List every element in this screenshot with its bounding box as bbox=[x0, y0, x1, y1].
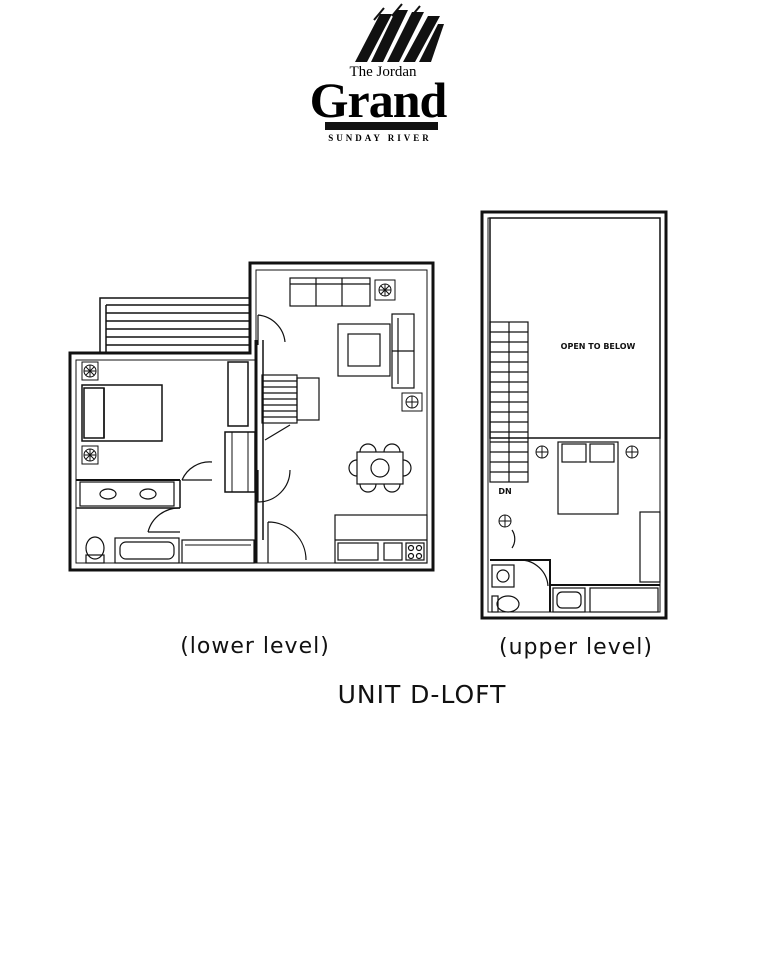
logo-bar bbox=[325, 122, 438, 130]
upper-level-caption: (upper level) bbox=[499, 635, 653, 660]
logo-line-1: The Jordan bbox=[349, 64, 417, 80]
hall-closet bbox=[224, 431, 256, 493]
lamp-icon bbox=[81, 445, 99, 465]
logo-line-2: Grand bbox=[310, 72, 448, 128]
deck-door bbox=[257, 314, 286, 345]
upper-stairs bbox=[489, 321, 529, 483]
deck bbox=[99, 297, 251, 354]
open-to-below-area bbox=[489, 217, 661, 439]
lower-level-caption: (lower level) bbox=[180, 634, 330, 659]
unit-title: UNIT D-LOFT bbox=[338, 680, 507, 709]
open-to-below-label: OPEN TO BELOW bbox=[561, 342, 636, 351]
sofa bbox=[289, 277, 371, 307]
dining-table bbox=[348, 443, 412, 493]
lamp-icon bbox=[625, 445, 639, 459]
bath-door bbox=[147, 507, 181, 533]
lamp-icon bbox=[374, 279, 396, 301]
bathtub bbox=[114, 537, 180, 564]
lower-stairs bbox=[261, 374, 320, 441]
stairs-down-label: DN bbox=[498, 487, 511, 496]
vanity bbox=[79, 481, 175, 507]
loft-sink bbox=[491, 564, 515, 588]
lower-level-plan bbox=[68, 261, 435, 572]
jordan-grand-logo: The Jordan Grand SUNDAY RIVER bbox=[310, 3, 449, 143]
lower-outer-wall bbox=[68, 261, 435, 572]
loft-door bbox=[511, 529, 516, 549]
bedroom-door bbox=[181, 461, 213, 481]
lamp-icon bbox=[81, 361, 99, 381]
loft-cabinet bbox=[589, 587, 659, 613]
kitchen-counter bbox=[334, 514, 428, 564]
bed bbox=[81, 384, 163, 442]
loft-bed bbox=[557, 441, 619, 515]
bedroom-closet bbox=[227, 361, 249, 427]
mountain-logo-icon bbox=[355, 3, 444, 62]
loveseat bbox=[391, 313, 415, 389]
coffee-table bbox=[337, 323, 391, 377]
loft-closet bbox=[639, 511, 661, 583]
toilet bbox=[85, 536, 105, 564]
lamp-icon bbox=[498, 514, 512, 528]
entry-door bbox=[267, 521, 307, 563]
loft-shower bbox=[552, 587, 586, 613]
lamp-icon bbox=[401, 392, 423, 412]
loft-toilet bbox=[491, 595, 520, 613]
upper-level-plan: OPEN TO BELOW DN bbox=[480, 210, 668, 620]
loft-bath-door bbox=[519, 559, 549, 587]
hall-door bbox=[257, 469, 291, 503]
logo-line-3: SUNDAY RIVER bbox=[328, 133, 432, 143]
lamp-icon bbox=[535, 445, 549, 459]
laundry-cabinet bbox=[181, 539, 255, 564]
upper-outer-wall bbox=[480, 210, 668, 620]
